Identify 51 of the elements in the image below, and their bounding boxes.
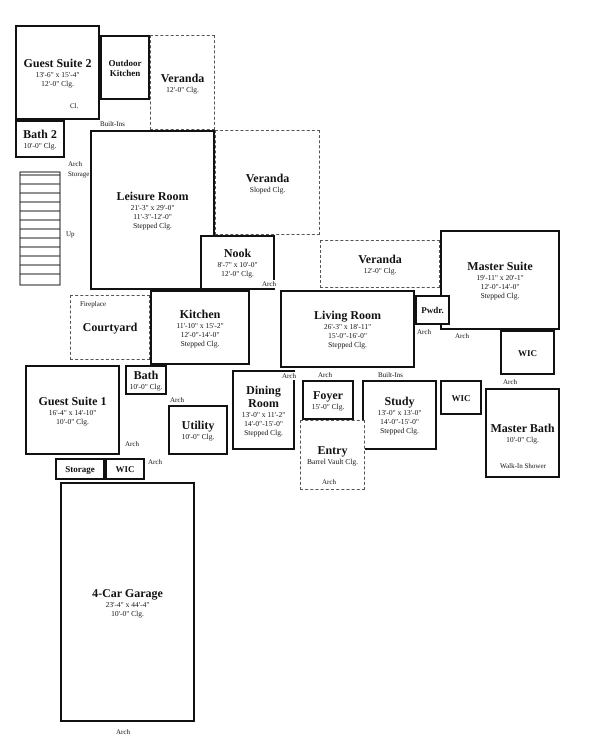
room-outline [500, 330, 555, 375]
room-outline [105, 458, 145, 480]
room-outline [125, 365, 167, 395]
room-name: Guest Suite 1 [38, 394, 106, 408]
room-outline [150, 290, 250, 365]
room-outline [15, 25, 100, 120]
room-name: Foyer [313, 389, 343, 402]
room-name: Pwdr. [421, 305, 444, 315]
room-name: Utility [182, 419, 214, 432]
room-name: Bath [134, 369, 158, 382]
room-name: Entry [318, 444, 348, 457]
room-outline [440, 380, 482, 415]
room-name: Veranda [358, 253, 402, 266]
room-outline [232, 370, 295, 450]
room-outline [280, 290, 415, 368]
room-name: Courtyard [82, 321, 138, 334]
room-name: WIC [115, 464, 134, 474]
room-outline [215, 130, 320, 235]
room-outline [15, 120, 65, 158]
room-outline [300, 420, 365, 490]
room-outline [60, 482, 195, 722]
room-outline [150, 35, 215, 130]
room-name: 4-Car Garage [92, 586, 163, 600]
room-outline [25, 365, 120, 455]
room-outline [70, 295, 150, 360]
room-outline [302, 380, 354, 420]
room-name: WIC [451, 392, 470, 402]
room-name: Living Room [314, 309, 381, 322]
room-name: Leisure Room [116, 190, 189, 203]
room-name: Kitchen [180, 308, 220, 320]
room-name: WIC [518, 348, 537, 358]
room-outline [485, 388, 560, 478]
room-name: Nook [224, 247, 252, 260]
room-outline [362, 380, 437, 450]
room-outline [100, 35, 150, 100]
room-name: Master Bath [490, 422, 555, 435]
room-outline [55, 458, 105, 480]
room-outline [200, 235, 275, 290]
room-outline [168, 405, 228, 455]
room-name: Outdoor Kitchen [107, 58, 142, 78]
room-name: Bath 2 [23, 128, 57, 141]
room-name: Dining Room [245, 384, 282, 410]
room-name: Master Suite [467, 260, 533, 273]
room-name: Veranda [246, 172, 290, 184]
room-name: Guest Suite 2 [23, 57, 92, 70]
room-name: Storage [65, 464, 95, 474]
room-outline [90, 130, 215, 290]
room-outline [415, 295, 450, 325]
room-name: Study [384, 395, 415, 408]
room-outline [320, 240, 440, 288]
room-name: Veranda [160, 72, 204, 84]
